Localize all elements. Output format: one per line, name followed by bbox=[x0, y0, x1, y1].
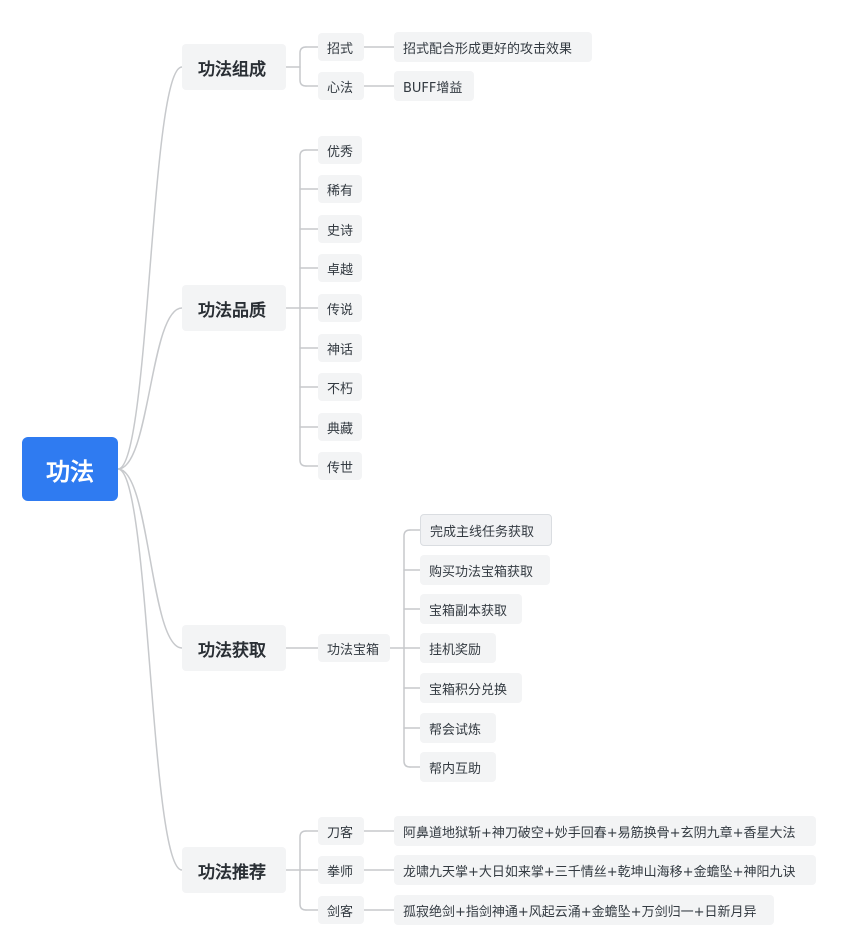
link-composition-bracket bbox=[299, 46, 307, 87]
link-root-quality bbox=[117, 307, 183, 470]
acquisition-item[interactable]: 挂机奖励 bbox=[420, 633, 496, 663]
node-jianke[interactable]: 剑客 bbox=[318, 896, 364, 924]
node-xinfa-desc[interactable]: BUFF增益 bbox=[394, 71, 474, 101]
node-xinfa[interactable]: 心法 bbox=[318, 72, 364, 100]
quality-item[interactable]: 卓越 bbox=[318, 254, 362, 282]
quality-item[interactable]: 传说 bbox=[318, 294, 362, 322]
quality-item[interactable]: 神话 bbox=[318, 334, 362, 362]
link-root-acquisition bbox=[117, 468, 183, 649]
branch-composition[interactable]: 功法组成 bbox=[182, 44, 286, 90]
acquisition-item[interactable]: 购买功法宝箱获取 bbox=[420, 555, 550, 585]
root-node[interactable]: 功法 bbox=[22, 437, 118, 501]
acquisition-item[interactable]: 帮内互助 bbox=[420, 752, 496, 782]
node-quanshi-combo[interactable]: 龙啸九天掌+大日如来掌+三千情丝+乾坤山海移+金蟾坠+神阳九诀 bbox=[394, 855, 816, 885]
node-zhaoshi[interactable]: 招式 bbox=[318, 33, 364, 61]
quality-item[interactable]: 优秀 bbox=[318, 136, 362, 164]
acquisition-item[interactable]: 完成主线任务获取 bbox=[420, 514, 552, 546]
quality-item[interactable]: 不朽 bbox=[318, 373, 362, 401]
node-quanshi[interactable]: 拳师 bbox=[318, 856, 364, 884]
node-treasure-chest[interactable]: 功法宝箱 bbox=[318, 634, 390, 662]
acquisition-item[interactable]: 帮会试炼 bbox=[420, 713, 496, 743]
quality-item[interactable]: 传世 bbox=[318, 452, 362, 480]
node-daoke[interactable]: 刀客 bbox=[318, 817, 364, 845]
link-root-recommendation bbox=[117, 468, 183, 871]
node-jianke-combo[interactable]: 孤寂绝剑+指剑神通+风起云涌+金蟾坠+万剑归一+日新月异 bbox=[394, 895, 774, 925]
acquisition-item[interactable]: 宝箱副本获取 bbox=[420, 594, 522, 624]
branch-recommendation[interactable]: 功法推荐 bbox=[182, 847, 286, 893]
acquisition-item[interactable]: 宝箱积分兑换 bbox=[420, 673, 522, 703]
node-zhaoshi-desc[interactable]: 招式配合形成更好的攻击效果 bbox=[394, 32, 592, 62]
branch-acquisition[interactable]: 功法获取 bbox=[182, 625, 286, 671]
link-root-composition bbox=[117, 66, 183, 470]
branch-quality[interactable]: 功法品质 bbox=[182, 285, 286, 331]
quality-item[interactable]: 史诗 bbox=[318, 215, 362, 243]
quality-item[interactable]: 稀有 bbox=[318, 175, 362, 203]
node-daoke-combo[interactable]: 阿鼻道地狱斩+神刀破空+妙手回春+易筋换骨+玄阴九章+香星大法 bbox=[394, 816, 816, 846]
quality-item[interactable]: 典藏 bbox=[318, 413, 362, 441]
